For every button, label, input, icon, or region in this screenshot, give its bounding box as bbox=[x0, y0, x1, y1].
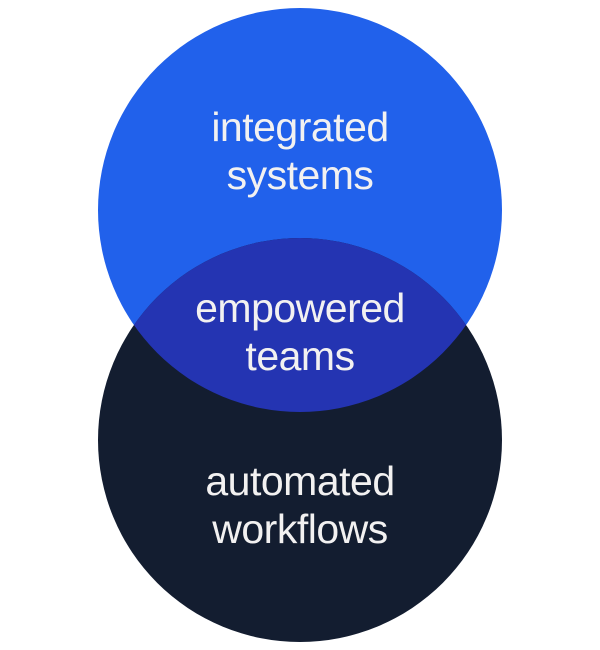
overlap-region bbox=[98, 238, 502, 412]
